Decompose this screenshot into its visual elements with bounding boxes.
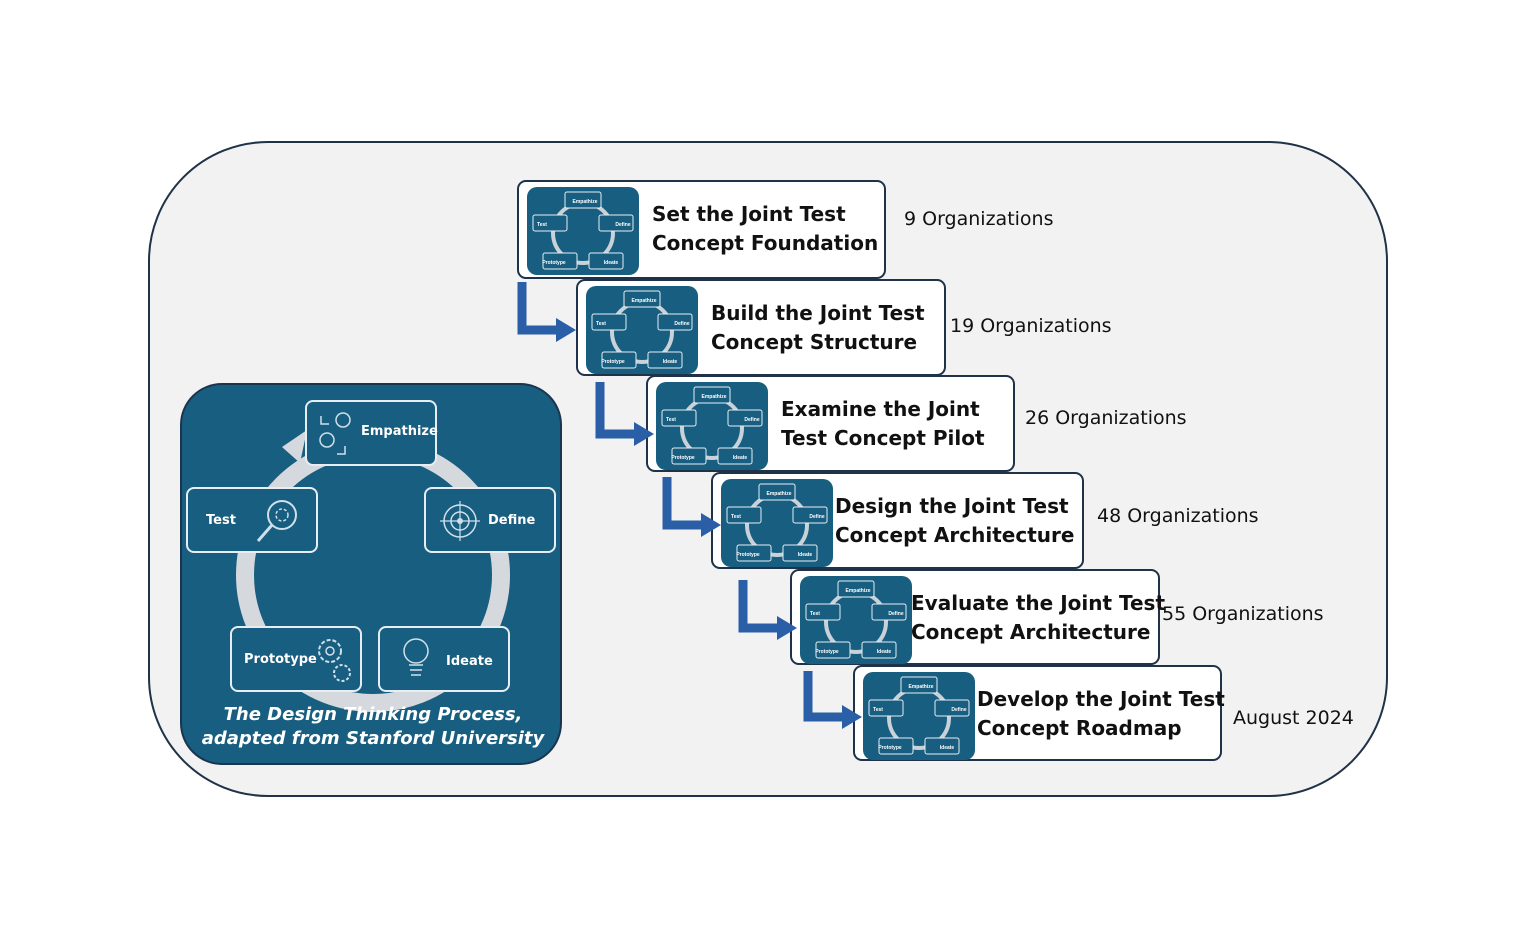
svg-text:Define: Define (674, 321, 690, 327)
svg-text:Empathize: Empathize (766, 491, 791, 497)
svg-text:Prototype: Prototype (878, 745, 902, 751)
svg-text:Define: Define (951, 707, 967, 713)
svg-text:Define: Define (744, 417, 760, 423)
cycle-thumbnail-icon: Empathize Define Test Prototype Ideate (721, 479, 833, 567)
step-box-3: Empathize Define Test Prototype Ideate E… (646, 375, 1015, 472)
step-count-2: 19 Organizations (950, 315, 1112, 337)
head-gears-icon (319, 412, 351, 455)
step-count-5: 55 Organizations (1162, 603, 1324, 625)
svg-text:Define: Define (809, 514, 825, 520)
lightbulb-icon (403, 638, 429, 676)
svg-text:Empathize: Empathize (845, 588, 870, 594)
stage-empathize: Empathize (305, 400, 438, 466)
cycle-thumbnail-icon: Empathize Define Test Prototype Ideate (863, 672, 975, 760)
cycle-thumbnail-icon: Empathize Define Test Prototype Ideate (586, 286, 698, 374)
step-box-1: Empathize Define Test Prototype Ideate S… (517, 180, 886, 279)
gears-icon (318, 639, 351, 682)
cycle-thumbnail-icon: Empathize Define Test Prototype Ideate (527, 187, 639, 275)
svg-text:Test: Test (810, 611, 820, 617)
step-box-5: Empathize Define Test Prototype Ideate E… (790, 569, 1165, 665)
magnifier-gear-icon (256, 500, 297, 542)
svg-text:Empathize: Empathize (572, 199, 597, 205)
step-arrow-icon (595, 382, 654, 446)
svg-text:Prototype: Prototype (815, 649, 839, 655)
svg-text:Prototype: Prototype (736, 552, 760, 558)
svg-text:Define: Define (888, 611, 904, 617)
svg-text:Ideate: Ideate (877, 649, 892, 655)
svg-text:Prototype: Prototype (542, 260, 566, 266)
step-box-6: Empathize Define Test Prototype Ideate D… (853, 665, 1225, 761)
svg-text:Prototype: Prototype (601, 359, 625, 365)
svg-text:Empathize: Empathize (701, 394, 726, 400)
stage-define-label: Define (488, 513, 536, 528)
svg-text:Empathize: Empathize (908, 684, 933, 690)
cycle-arrowhead-icon (282, 430, 307, 463)
svg-text:Ideate: Ideate (798, 552, 813, 558)
svg-text:Ideate: Ideate (604, 260, 619, 266)
step-box-4: Empathize Define Test Prototype Ideate D… (711, 472, 1084, 569)
step-arrow-icon (738, 580, 797, 640)
svg-text:Ideate: Ideate (940, 745, 955, 751)
design-thinking-cycle-card: Empathize Define Ideate Prototype Test (180, 383, 562, 765)
cycle-caption-line2: adapted from Stanford University (201, 728, 545, 749)
stage-ideate: Ideate (378, 626, 510, 692)
step-count-6: August 2024 (1233, 707, 1354, 729)
stage-prototype-label: Prototype (244, 652, 317, 667)
svg-text:Test: Test (873, 707, 883, 713)
stage-prototype: Prototype (230, 626, 362, 692)
step-arrow-icon (517, 282, 576, 342)
cycle-thumbnail-icon: Empathize Define Test Prototype Ideate (656, 382, 768, 470)
svg-text:Test: Test (596, 321, 606, 327)
step-count-3: 26 Organizations (1025, 407, 1187, 429)
svg-text:Test: Test (731, 514, 741, 520)
stage-ideate-label: Ideate (446, 654, 493, 669)
svg-text:Empathize: Empathize (631, 298, 656, 304)
step-count-1: 9 Organizations (904, 208, 1054, 230)
step-count-4: 48 Organizations (1097, 505, 1259, 527)
svg-text:Test: Test (666, 417, 676, 423)
target-icon (440, 501, 480, 541)
cycle-thumbnail-icon: Empathize Define Test Prototype Ideate (800, 576, 912, 664)
stage-define: Define (424, 487, 556, 553)
svg-text:Test: Test (537, 222, 547, 228)
svg-text:Ideate: Ideate (663, 359, 678, 365)
svg-text:Ideate: Ideate (733, 455, 748, 461)
svg-text:Define: Define (615, 222, 631, 228)
cycle-caption-line1: The Design Thinking Process, (223, 704, 523, 725)
svg-text:Prototype: Prototype (671, 455, 695, 461)
stage-empathize-label: Empathize (361, 424, 438, 439)
stage-test: Test (186, 487, 318, 553)
step-arrow-icon (662, 477, 721, 537)
stage-test-label: Test (206, 513, 236, 528)
step-box-2: Empathize Define Test Prototype Ideate B… (576, 279, 946, 376)
step-arrow-icon (803, 671, 862, 729)
